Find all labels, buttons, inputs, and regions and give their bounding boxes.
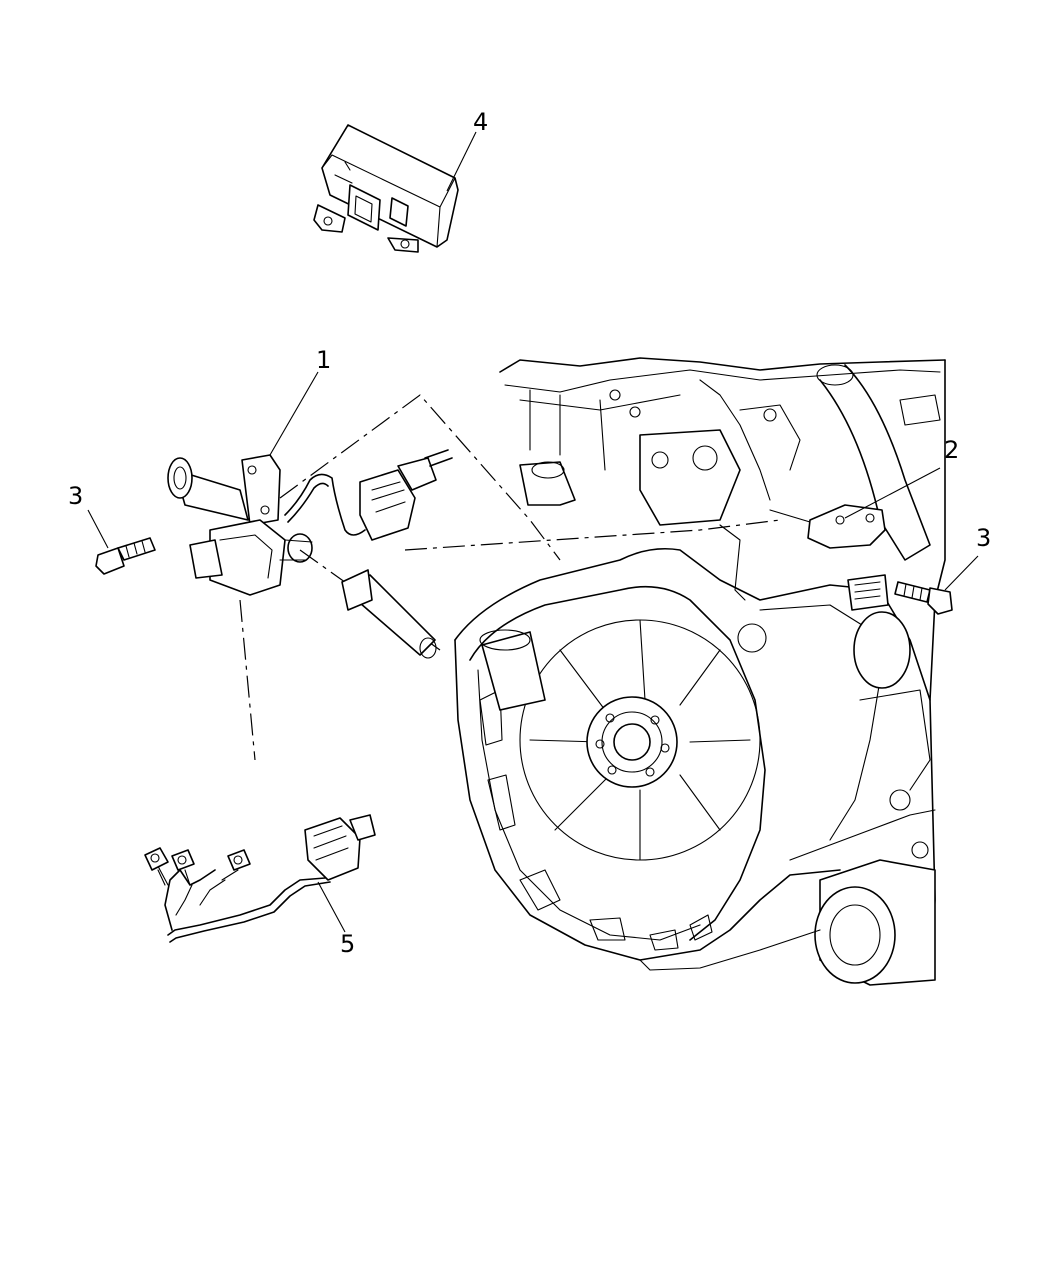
leader-3-left (87, 509, 109, 549)
bolt-right (894, 581, 953, 615)
callout-2: 2 (944, 436, 959, 464)
wire-harness (144, 814, 376, 943)
leader-5 (317, 881, 346, 933)
leader-4 (446, 131, 477, 192)
callout-1: 1 (316, 346, 331, 374)
leader-1 (269, 371, 319, 456)
leader-2 (844, 467, 941, 519)
callout-5: 5 (340, 930, 355, 958)
engine-assembly (454, 357, 946, 986)
bolt-left (95, 537, 156, 575)
cable-clip (341, 569, 437, 659)
callout-3-right: 3 (976, 524, 991, 552)
callout-3-left: 3 (68, 482, 83, 510)
relay-module (313, 124, 459, 253)
leader-3-right (944, 555, 979, 591)
callout-4: 4 (473, 108, 488, 136)
sensor-harness-assembly (167, 449, 453, 596)
